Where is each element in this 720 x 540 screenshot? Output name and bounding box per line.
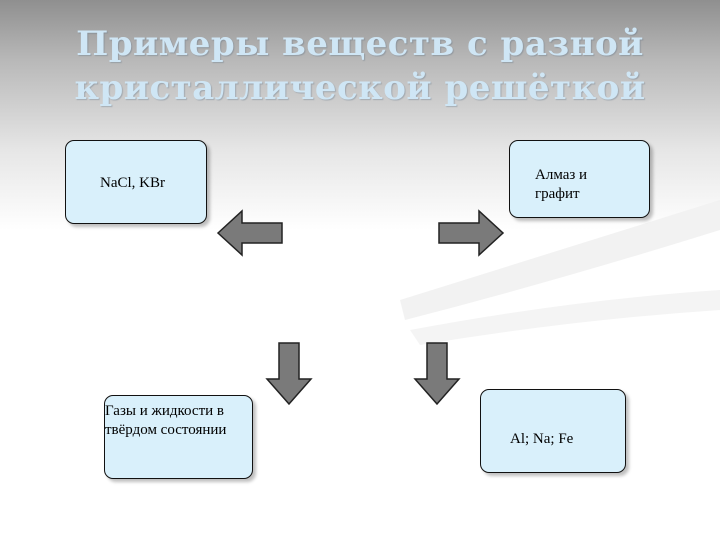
atomic-lattice-box: Алмаз и графит bbox=[509, 140, 650, 218]
title-line-2: кристаллической решёткой bbox=[74, 68, 646, 108]
atomic-lattice-label: Алмаз и графит bbox=[535, 167, 588, 202]
ionic-lattice-box: NaCl, KBr bbox=[65, 140, 207, 224]
slide-title: Примеры веществ с разной кристаллической… bbox=[20, 22, 700, 110]
molecular-lattice-box: Газы и жидкости в твёрдом состоянии bbox=[104, 395, 253, 479]
left-arrow-icon bbox=[216, 209, 283, 257]
ionic-lattice-label: NaCl, KBr bbox=[100, 175, 165, 191]
metallic-lattice-label: Al; Na; Fe bbox=[510, 431, 574, 447]
down-arrow-icon bbox=[265, 342, 313, 406]
molecular-lattice-label: Газы и жидкости в твёрдом состоянии bbox=[105, 403, 227, 438]
title-line-1: Примеры веществ с разной bbox=[76, 24, 644, 64]
right-arrow-icon bbox=[438, 209, 505, 257]
down-arrow-icon bbox=[413, 342, 461, 406]
metallic-lattice-box: Al; Na; Fe bbox=[480, 389, 626, 473]
